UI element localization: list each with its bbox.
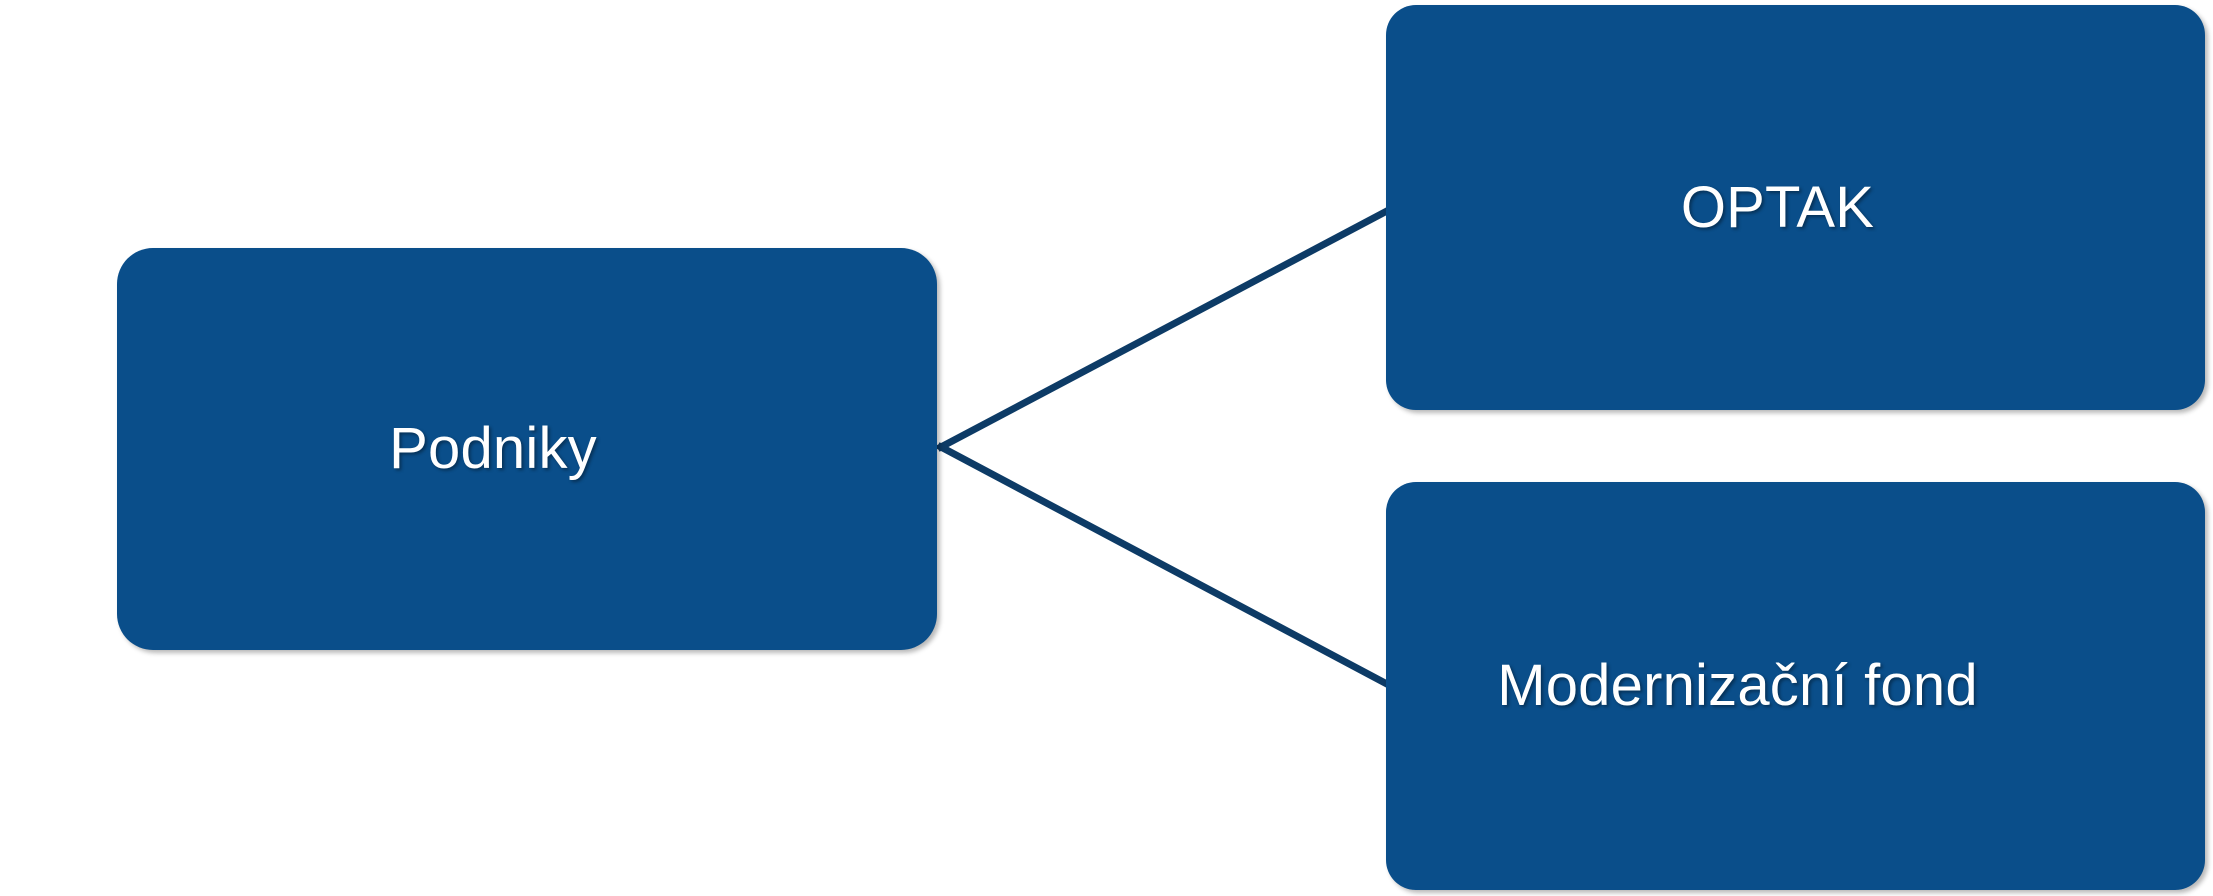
node-modernizacni-fond[interactable]: Modernizační fond — [1386, 482, 2205, 890]
connector-podniky-to-optak — [936, 207, 1390, 452]
connector-podniky-to-modernizacni-fond — [936, 442, 1390, 688]
node-podniky-label: Podniky — [389, 416, 597, 482]
node-optak-label: OPTAK — [1680, 174, 1875, 240]
node-podniky[interactable]: Podniky — [117, 248, 937, 650]
node-modernizacni-fond-label: Modernizační fond — [1497, 653, 1978, 719]
node-optak[interactable]: OPTAK — [1386, 5, 2205, 410]
